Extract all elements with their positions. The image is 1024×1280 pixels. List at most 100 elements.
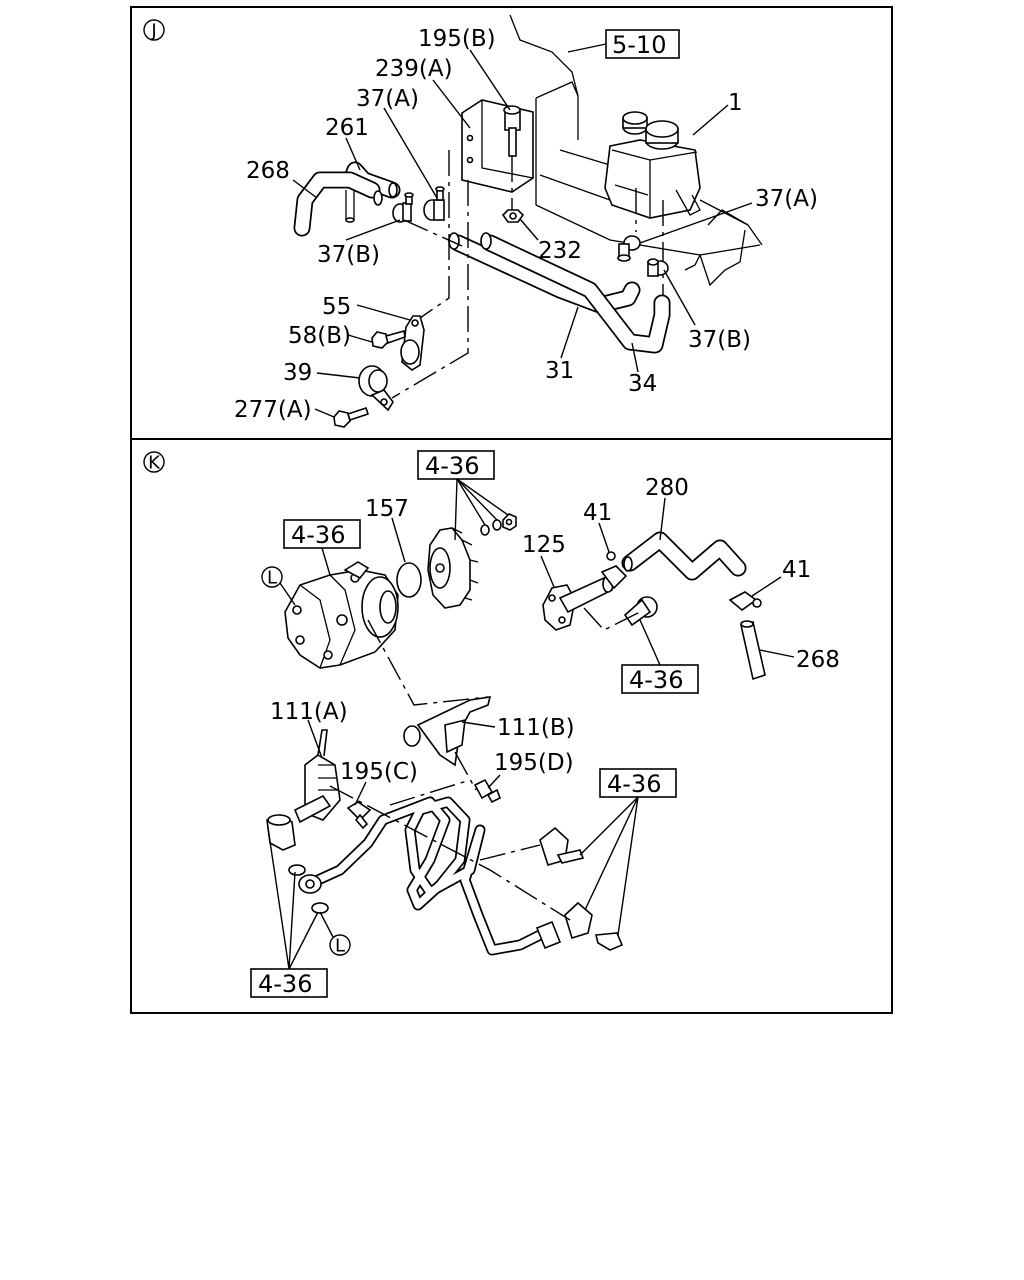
label-157: 157 (365, 496, 409, 522)
label-261: 261 (325, 115, 369, 141)
clip-55 (400, 315, 425, 371)
bracket-axis-k2 (454, 751, 477, 791)
clamp-41-right (728, 591, 762, 612)
leader-37b-right (663, 269, 696, 326)
bracket-111b (403, 696, 492, 767)
ref-5-10-text: 5-10 (612, 31, 666, 59)
leader-277a (314, 408, 335, 418)
label-232: 232 (538, 238, 582, 264)
union-125 (542, 575, 614, 631)
leader-58b (347, 334, 373, 343)
drive-gear (427, 527, 479, 609)
label-37b-right: 37(B) (688, 327, 751, 353)
label-268: 268 (246, 158, 290, 184)
label-195c: 195(C) (340, 759, 418, 785)
grommet-39 (358, 365, 394, 412)
bolt-58b (371, 329, 406, 349)
bolt-277a (333, 406, 370, 428)
callout-l-pump (261, 566, 283, 588)
ref-box-5-10 (605, 29, 680, 59)
label-239a: 239(A) (375, 56, 453, 82)
label-41-right: 41 (782, 557, 811, 583)
leader-157 (391, 517, 406, 563)
leader-125 (540, 555, 555, 588)
label-111a: 111(A) (270, 699, 348, 725)
label-34: 34 (628, 371, 657, 397)
leader-41-right (751, 576, 782, 597)
power-steering-pump (284, 561, 399, 669)
label-41-top: 41 (583, 500, 612, 526)
leader-l-pump (279, 582, 296, 606)
ref-pump-text: 4-36 (291, 521, 345, 549)
leader-1 (692, 104, 729, 136)
reservoir-tank-1 (604, 111, 701, 298)
o-ring-157 (396, 562, 422, 598)
bolt-195c (346, 801, 372, 830)
leader-195b (469, 49, 511, 111)
label-280: 280 (645, 475, 689, 501)
panel-k-marker: K (148, 453, 161, 474)
label-195b: 195(B) (418, 26, 496, 52)
ref-box-union (621, 664, 699, 694)
nut-232 (501, 209, 525, 223)
ref-box-pump (283, 519, 361, 549)
panel-j-marker: J (150, 21, 156, 42)
hose-268-k (740, 620, 766, 681)
leader-34 (631, 342, 639, 373)
leader-195d (487, 774, 501, 789)
leader-268 (292, 179, 318, 199)
bracket-111a (293, 729, 341, 824)
panel-k: K L (143, 450, 840, 998)
callout-l-washer-text: L (335, 936, 345, 957)
leader-5-10 (567, 43, 607, 53)
bracket-axis-2 (391, 180, 469, 399)
clamp-37b-right (647, 258, 669, 277)
clamp-41-top (600, 551, 628, 590)
label-37b-left: 37(B) (317, 242, 380, 268)
leader-ref-pump (321, 547, 331, 576)
ref-box-gear (417, 450, 495, 480)
pipe-clamp-lower (564, 901, 624, 951)
leader-ref-gear (454, 478, 509, 541)
diagram-frame (130, 6, 893, 1014)
union-axis (583, 607, 641, 631)
clamp-37a-right (617, 235, 641, 262)
pump-mount-axis (367, 619, 489, 706)
pipe-34 (480, 232, 671, 354)
leader-37b-left (345, 219, 401, 241)
leader-111a (307, 719, 323, 759)
label-268-k: 268 (796, 647, 840, 673)
leader-ref-clamps (579, 796, 639, 936)
leader-280 (659, 497, 666, 541)
leader-37a-top (383, 107, 438, 199)
ref-union-text: 4-36 (629, 666, 683, 694)
leader-55 (356, 304, 411, 321)
label-31: 31 (545, 358, 574, 384)
label-195d: 195(D) (494, 750, 574, 776)
label-37a-right: 37(A) (755, 186, 818, 212)
hose-280 (621, 531, 747, 581)
frame-rail (509, 14, 763, 287)
bolt-195d (473, 778, 502, 804)
bracket-axis (419, 150, 450, 319)
hose-assembly-axis (403, 219, 463, 247)
gear-nut-washers (480, 513, 517, 536)
ref-bolts-text: 4-36 (258, 970, 312, 998)
clamp-axis-k (389, 779, 541, 861)
leader-ref-union (639, 619, 661, 666)
leader-111b (461, 721, 496, 728)
leader-232 (519, 218, 539, 241)
label-277a: 277(A) (234, 397, 312, 423)
ref-gear-text: 4-36 (425, 452, 479, 480)
label-37a-top: 37(A) (356, 86, 419, 112)
leader-41-top (598, 522, 610, 553)
leader-l-washer (319, 911, 334, 938)
callout-l-washer (329, 934, 351, 956)
label-39: 39 (283, 360, 312, 386)
hose-268 (293, 171, 383, 237)
panel-j: J (143, 14, 818, 428)
leader-31 (560, 306, 579, 359)
pipe-clamp-upper (539, 826, 585, 866)
bolt-195b (503, 105, 521, 157)
